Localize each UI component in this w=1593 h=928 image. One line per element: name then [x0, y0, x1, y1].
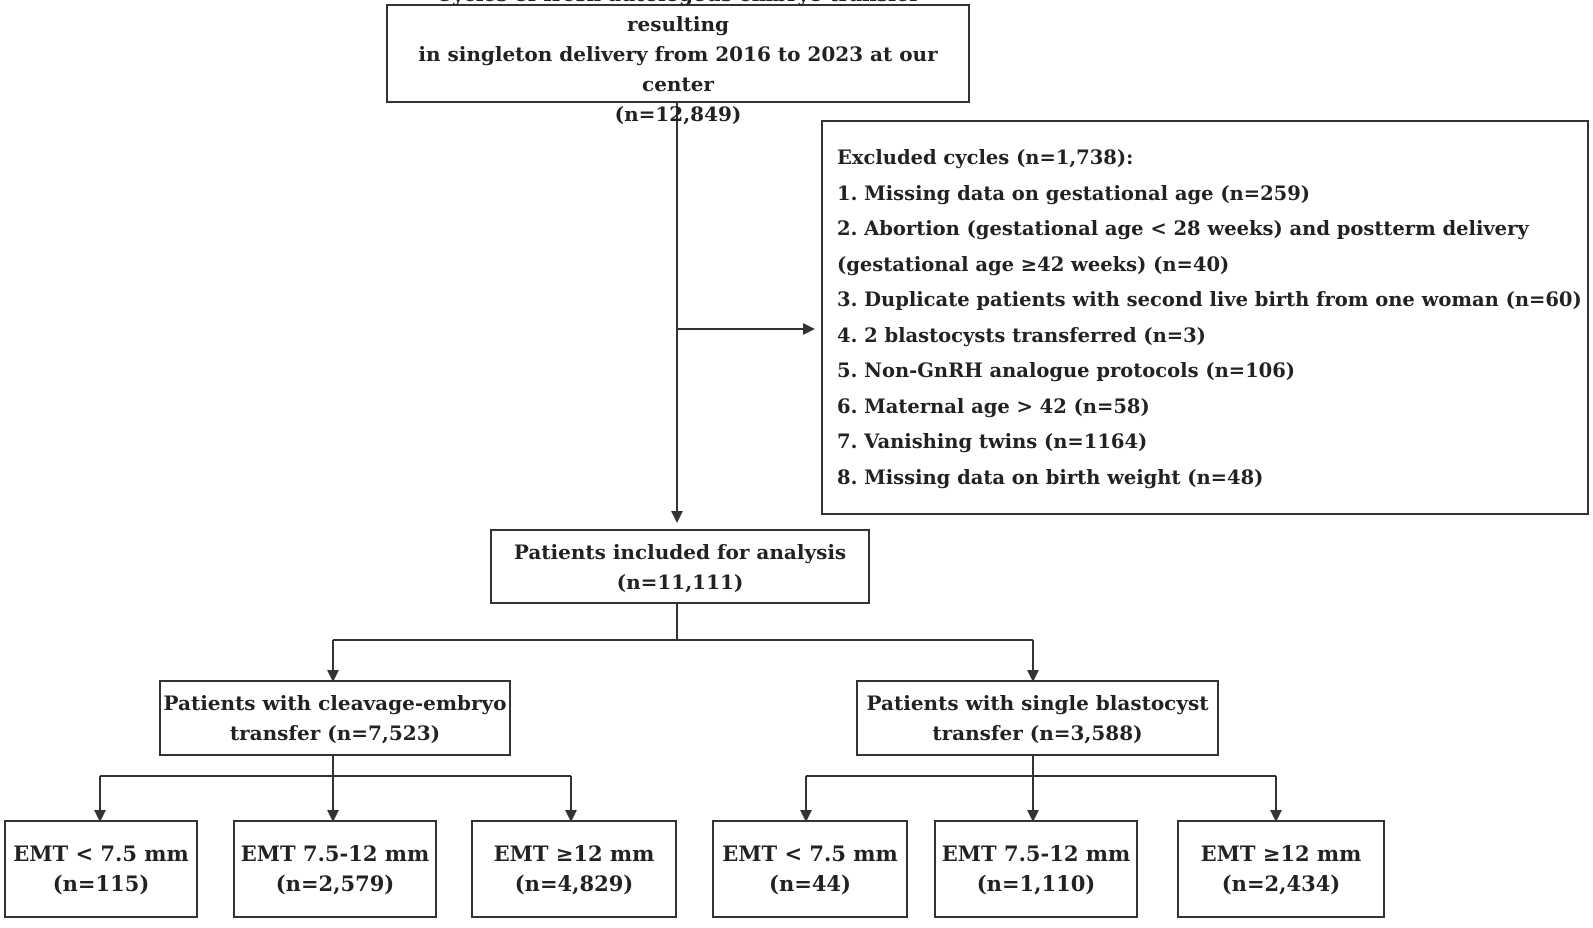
blastocyst-group-box: EMT ≥12 mm (n=2,434) [1177, 820, 1385, 918]
excluded-item: 3. Duplicate patients with second live b… [837, 288, 1582, 311]
cleavage-box: Patients with cleavage-embryo transfer (… [159, 680, 511, 756]
source-line1: Cycles of fresh autologous embryo transf… [436, 0, 920, 36]
excluded-item: 6. Maternal age > 42 (n=58) [837, 394, 1150, 418]
included-line1: Patients included for analysis [513, 539, 847, 564]
cleavage-group-box: EMT < 7.5 mm (n=115) [4, 820, 198, 918]
source-box: Cycles of fresh autologous embryo transf… [386, 0, 970, 126]
group-n: (n=115) [52, 871, 150, 896]
blastocyst-line1: Patients with single blastocyst [866, 691, 1209, 715]
excluded-item: 2. Abortion (gestational age < 28 weeks)… [837, 217, 1529, 240]
included-n: (n=11,111) [616, 569, 744, 594]
cleavage-group-box: EMT 7.5-12 mm (n=2,579) [233, 820, 437, 918]
group-n: (n=2,434) [1221, 871, 1341, 896]
blastocyst-line2: transfer (n=3,588) [932, 721, 1143, 745]
group-n: (n=4,829) [514, 871, 634, 896]
excluded-title: Excluded cycles (n=1,738): [837, 146, 1134, 169]
source-line2: in singleton delivery from 2016 to 2023 … [418, 41, 938, 96]
blastocyst-box: Patients with single blastocyst transfer… [856, 680, 1219, 756]
included-box: Patients included for analysis (n=11,111… [490, 529, 870, 604]
cleavage-group-box: EMT ≥12 mm (n=4,829) [471, 820, 677, 918]
group-n: (n=1,110) [976, 871, 1096, 896]
cleavage-line1: Patients with cleavage-embryo [163, 691, 507, 715]
group-n: (n=2,579) [275, 871, 395, 896]
group-label: EMT 7.5-12 mm [240, 841, 430, 866]
excluded-item: 4. 2 blastocysts transferred (n=3) [837, 323, 1206, 347]
cleavage-line2: transfer (n=7,523) [229, 721, 441, 745]
excluded-item: 1. Missing data on gestational age (n=25… [837, 181, 1311, 205]
excluded-item: 7. Vanishing twins (n=1164) [837, 430, 1148, 453]
group-label: EMT < 7.5 mm [13, 841, 189, 866]
group-label: EMT ≥12 mm [1200, 841, 1362, 866]
excluded-item: (gestational age ≥42 weeks) (n=40) [837, 252, 1230, 276]
group-label: EMT ≥12 mm [493, 841, 655, 866]
group-label: EMT < 7.5 mm [722, 841, 898, 866]
source-n: (n=12,849) [614, 101, 742, 126]
excluded-box: Excluded cycles (n=1,738): 1. Missing da… [821, 120, 1589, 515]
group-n: (n=44) [769, 871, 851, 896]
excluded-item: 8. Missing data on birth weight (n=48) [837, 465, 1264, 489]
blastocyst-group-box: EMT 7.5-12 mm (n=1,110) [934, 820, 1138, 918]
excluded-item: 5. Non-GnRH analogue protocols (n=106) [837, 359, 1296, 382]
group-label: EMT 7.5-12 mm [941, 841, 1131, 866]
blastocyst-group-box: EMT < 7.5 mm (n=44) [712, 820, 908, 918]
